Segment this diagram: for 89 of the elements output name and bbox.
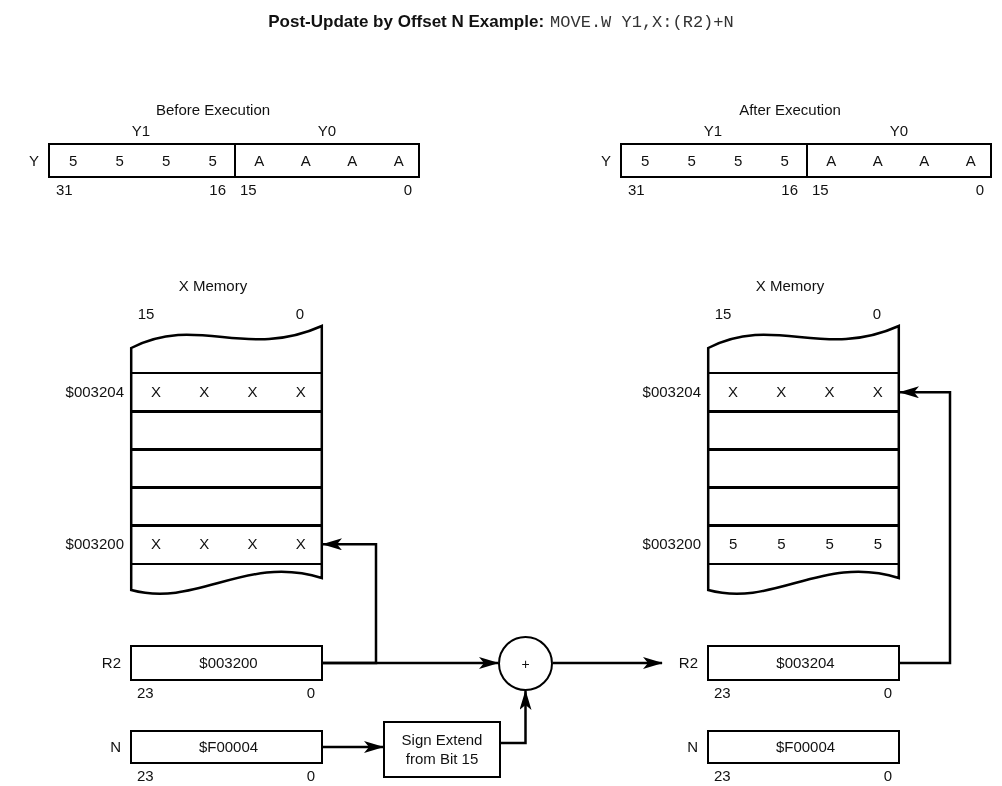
- register-value: $003204: [775, 655, 836, 670]
- memory-row: [130, 410, 323, 451]
- register-value: $003200: [198, 655, 259, 670]
- memory-row: [707, 410, 900, 451]
- register-value: A: [871, 152, 884, 168]
- register-value: $F00004: [197, 739, 260, 754]
- memory-row: [130, 486, 323, 527]
- bit-number: 31: [628, 182, 645, 197]
- memory-address: $003204: [642, 384, 701, 399]
- bit-number: 15: [812, 182, 829, 197]
- adder-circle: +: [498, 636, 553, 691]
- memory-value: X: [871, 384, 884, 399]
- memory-value: X: [727, 384, 740, 399]
- memory-value: X: [246, 536, 259, 551]
- bit-number: 0: [883, 685, 892, 700]
- register-value: A: [825, 152, 838, 168]
- arrow: [553, 657, 663, 669]
- field-name: Y1: [131, 123, 151, 138]
- memory-row: [707, 448, 900, 489]
- register-value: A: [918, 152, 931, 168]
- memory-address: $003204: [65, 384, 124, 399]
- memory-value: 5: [776, 536, 787, 551]
- bit-number: 0: [403, 182, 412, 197]
- bit-number: 15: [137, 306, 155, 321]
- register-value: A: [964, 152, 977, 168]
- memory-address: $003200: [65, 536, 124, 551]
- bit-number: 23: [137, 768, 154, 783]
- bit-number: 0: [306, 768, 315, 783]
- memory-value: X: [294, 384, 307, 399]
- bit-number: 0: [975, 182, 984, 197]
- memory-value: X: [198, 536, 211, 551]
- register-value: A: [299, 152, 312, 168]
- register-value: 5: [779, 152, 790, 168]
- bit-number: 0: [306, 685, 315, 700]
- panel-heading: After Execution: [739, 102, 841, 117]
- register-name: Y: [29, 152, 39, 168]
- title: Post-Update by Offset N Example:: [268, 12, 545, 31]
- arrow: [501, 690, 532, 745]
- arrow: [323, 741, 384, 753]
- field-name: Y0: [317, 123, 337, 138]
- memory-value: X: [294, 536, 307, 551]
- register-name: R2: [678, 655, 698, 670]
- memory-value: X: [775, 384, 788, 399]
- memory-row: [707, 486, 900, 527]
- instruction-text: MOVE.W Y1,X:(R2)+N: [550, 13, 734, 32]
- register-value: 5: [114, 152, 125, 168]
- memory-row: [130, 448, 323, 489]
- memory-value: X: [823, 384, 836, 399]
- memory-heading: X Memory: [178, 278, 248, 293]
- register-value: 5: [733, 152, 744, 168]
- bit-number: 23: [137, 685, 154, 700]
- bit-number: 16: [209, 182, 226, 197]
- register-value: 5: [161, 152, 172, 168]
- memory-value: 5: [824, 536, 835, 551]
- memory-address: $003200: [642, 536, 701, 551]
- register-name: N: [110, 739, 121, 754]
- field-name: Y1: [703, 123, 723, 138]
- bit-number: 16: [781, 182, 798, 197]
- memory-heading: X Memory: [755, 278, 825, 293]
- bit-number: 31: [56, 182, 73, 197]
- bit-number: 0: [872, 306, 882, 321]
- register-name: R2: [101, 655, 121, 670]
- register-name: Y: [601, 152, 611, 168]
- bit-number: 15: [240, 182, 257, 197]
- register-value: 5: [68, 152, 79, 168]
- bit-number: 0: [883, 768, 892, 783]
- memory-value: X: [198, 384, 211, 399]
- bit-number: 15: [714, 306, 732, 321]
- field-name: Y0: [889, 123, 909, 138]
- memory-value: X: [150, 536, 163, 551]
- bit-number: 23: [714, 685, 731, 700]
- memory-value: 5: [727, 536, 739, 551]
- panel-heading: Before Execution: [155, 102, 271, 117]
- register-value: A: [346, 152, 359, 168]
- process-box: Sign Extend from Bit 15: [383, 721, 501, 778]
- bit-number: 0: [295, 306, 305, 321]
- register-value: $F00004: [774, 739, 837, 754]
- register-value: 5: [686, 152, 697, 168]
- register-value: 5: [640, 152, 651, 168]
- arrow: [899, 386, 952, 665]
- register-value: A: [392, 152, 405, 168]
- memory-value: 5: [872, 536, 884, 551]
- memory-value: X: [246, 384, 259, 399]
- register-value: A: [253, 152, 266, 168]
- arrow: [322, 538, 378, 665]
- register-value: 5: [207, 152, 218, 168]
- bit-number: 23: [714, 768, 731, 783]
- register-name: N: [687, 739, 698, 754]
- memory-value: X: [150, 384, 163, 399]
